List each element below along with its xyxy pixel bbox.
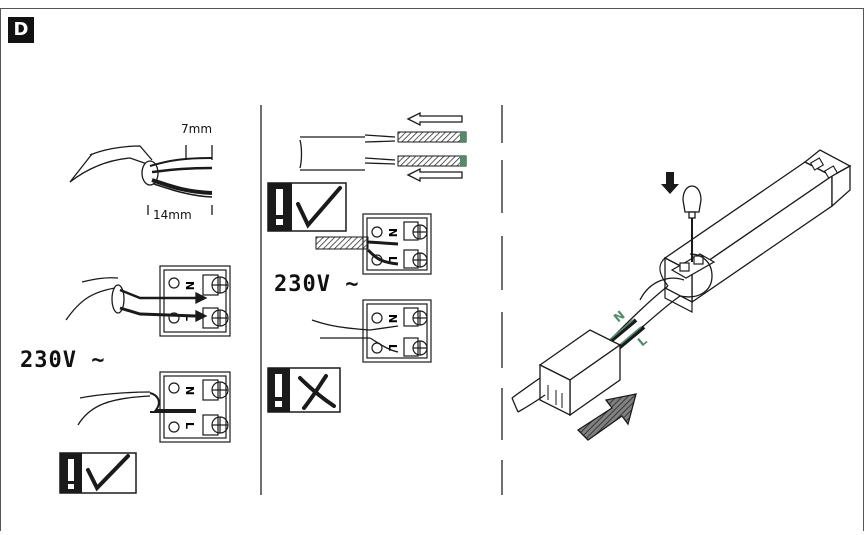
strand-tip-bottom bbox=[460, 156, 466, 166]
down-arrow-icon bbox=[661, 172, 679, 194]
driver-input-terminal bbox=[664, 253, 716, 313]
terminal-n-mid-bottom: N bbox=[386, 314, 399, 323]
strand-hatched-bottom bbox=[397, 155, 467, 167]
push-arrow-icon bbox=[576, 393, 637, 441]
sheath-length-label: 14mm bbox=[153, 208, 192, 222]
strand-hatched-top bbox=[397, 131, 467, 143]
stripped-cable bbox=[69, 145, 213, 215]
direction-arrow-top bbox=[406, 111, 463, 127]
driver-housing bbox=[663, 149, 852, 304]
wire-label-n: N bbox=[611, 308, 628, 325]
cable-inserting bbox=[65, 277, 208, 323]
supply-cable bbox=[511, 377, 546, 413]
cable-with-ferrules bbox=[315, 236, 399, 266]
box-detail-hatch bbox=[547, 385, 563, 408]
strip-length-label: 7mm bbox=[181, 122, 213, 136]
terminal-n-left-bottom: N bbox=[183, 386, 196, 395]
direction-arrow-bottom bbox=[406, 167, 463, 183]
voltage-label-left: 230V ~ bbox=[20, 348, 106, 373]
driver-end-terminal bbox=[809, 157, 839, 179]
terminal-l-left-bottom: L bbox=[183, 422, 196, 429]
check-icon bbox=[267, 182, 347, 232]
terminal-l-mid-top: L bbox=[386, 256, 399, 263]
terminal-block-left-bottom bbox=[159, 371, 231, 443]
strand-tip-top bbox=[460, 132, 466, 142]
cross-icon bbox=[267, 367, 341, 413]
terminal-n-mid-top: N bbox=[386, 228, 399, 237]
check-icon bbox=[59, 452, 137, 494]
cable-without-ferrules bbox=[311, 319, 399, 353]
terminal-l-left-top: L bbox=[183, 314, 196, 321]
terminal-block-left-top bbox=[159, 265, 231, 337]
cable-inserted bbox=[77, 391, 196, 426]
panel-letter-badge: D bbox=[8, 17, 34, 43]
wire-label-l: L bbox=[635, 333, 650, 349]
ferrule-strands bbox=[299, 134, 396, 171]
terminal-block-mid-bottom bbox=[362, 299, 432, 363]
terminal-l-mid-bottom: L bbox=[386, 344, 399, 351]
terminal-n-left-top: N bbox=[183, 281, 196, 290]
voltage-label-middle: 230V ~ bbox=[274, 272, 360, 297]
junction-box bbox=[538, 329, 622, 417]
